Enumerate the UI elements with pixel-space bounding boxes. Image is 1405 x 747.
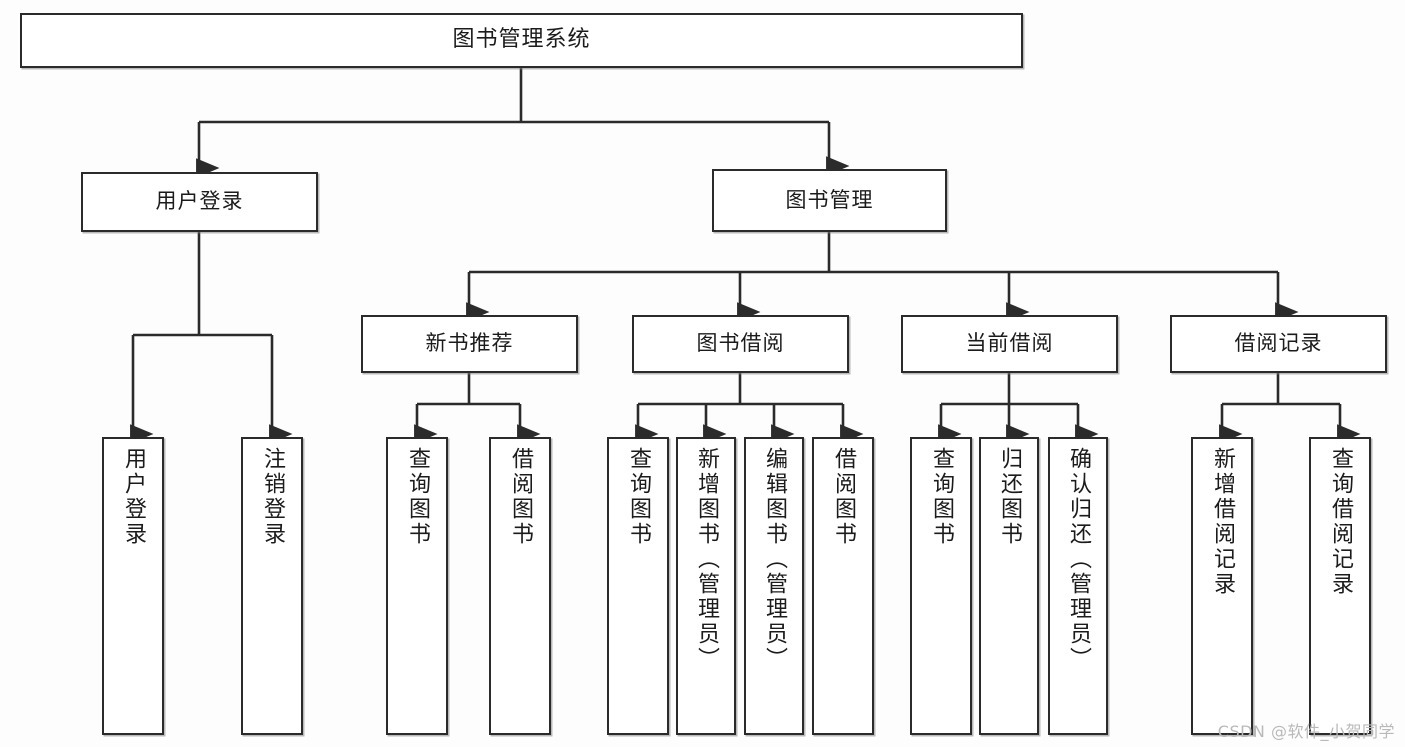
node-leaf-logout-login[interactable]: 注销登录 [241, 437, 303, 735]
node-label: 归还图书 [996, 447, 1022, 547]
node-label: 借阅图书 [507, 447, 533, 547]
node-leaf-add-book[interactable]: 新增图书（管理员） [676, 437, 736, 735]
node-label: 查询借阅记录 [1327, 447, 1353, 597]
node-leaf-query-record[interactable]: 查询借阅记录 [1309, 437, 1371, 735]
node-label: 图书借阅 [696, 331, 785, 356]
node-label: 注销登录 [259, 447, 285, 547]
node-label: 编辑图书（管理员） [761, 447, 787, 672]
node-label: 查询图书 [625, 447, 651, 547]
node-label: 用户登录 [120, 447, 146, 547]
watermark: CSDN @软件_小贺同学 [1217, 722, 1395, 741]
node-label: 当前借阅 [965, 331, 1054, 356]
node-label: 查询图书 [404, 447, 430, 547]
node-leaf-confirm-return[interactable]: 确认归还（管理员） [1048, 437, 1108, 735]
node-leaf-add-record[interactable]: 新增借阅记录 [1191, 437, 1253, 735]
node-leaf-borrow-book-1[interactable]: 借阅图书 [489, 437, 551, 735]
node-label: 新增图书（管理员） [693, 447, 719, 672]
node-book-manage[interactable]: 图书管理 [712, 169, 947, 232]
node-leaf-edit-book[interactable]: 编辑图书（管理员） [744, 437, 804, 735]
node-leaf-borrow-book-2[interactable]: 借阅图书 [812, 437, 874, 735]
node-leaf-return-book[interactable]: 归还图书 [979, 437, 1039, 735]
node-leaf-query-book-1[interactable]: 查询图书 [386, 437, 448, 735]
node-leaf-user-login[interactable]: 用户登录 [102, 437, 164, 735]
node-current-borrow[interactable]: 当前借阅 [901, 315, 1118, 373]
node-book-borrow[interactable]: 图书借阅 [632, 315, 849, 373]
node-user-login[interactable]: 用户登录 [81, 172, 318, 232]
node-label: 借阅图书 [830, 447, 856, 547]
node-root-book-management-system[interactable]: 图书管理系统 [20, 13, 1023, 68]
node-label: 图书管理 [785, 187, 874, 212]
node-leaf-query-book-3[interactable]: 查询图书 [910, 437, 972, 735]
node-new-book-recommend[interactable]: 新书推荐 [361, 315, 578, 373]
node-leaf-query-book-2[interactable]: 查询图书 [607, 437, 669, 735]
node-label: 查询图书 [928, 447, 954, 547]
node-borrow-record[interactable]: 借阅记录 [1170, 315, 1387, 373]
node-label: 借阅记录 [1234, 331, 1323, 356]
node-label: 图书管理系统 [452, 27, 591, 53]
node-label: 确认归还（管理员） [1065, 447, 1091, 672]
node-label: 用户登录 [155, 189, 244, 214]
node-label: 新书推荐 [425, 331, 514, 356]
node-label: 新增借阅记录 [1209, 447, 1235, 597]
